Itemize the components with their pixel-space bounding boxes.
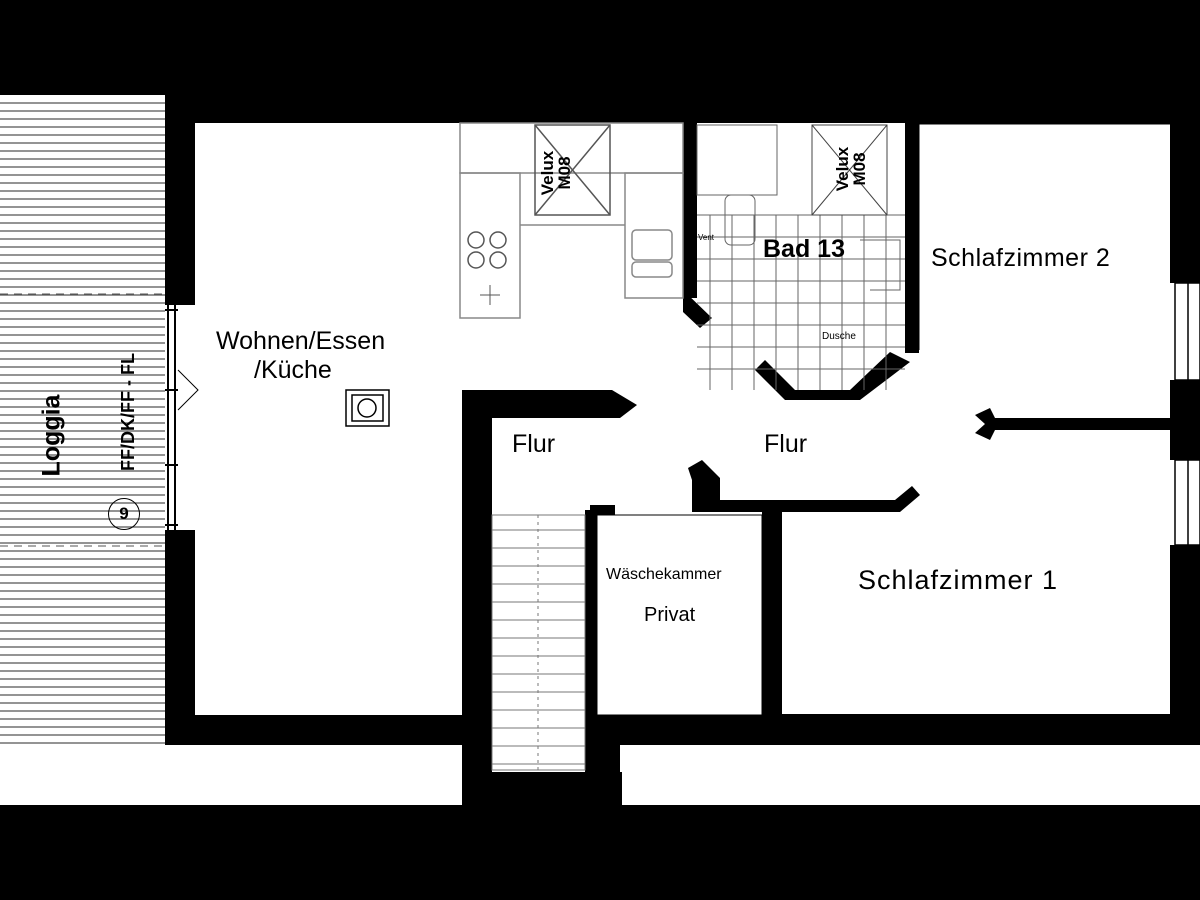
room-label-schlafzimmer-2: Schlafzimmer 2 (931, 244, 1111, 272)
skylight-kitchen-line2: M08 (555, 156, 574, 190)
fixture-label-vent: Vent (698, 233, 715, 242)
room-label-schlafzimmer-1: Schlafzimmer 1 (858, 565, 1059, 595)
bathroom-fixtures (696, 124, 905, 390)
window-left (165, 305, 199, 530)
room-label-flur-left: Flur (512, 430, 556, 458)
window-right (1174, 282, 1200, 546)
skylight-kitchen-line1: Velux (538, 150, 557, 196)
room-label-waschekammer: Wäschekammer (606, 566, 722, 583)
fixture-label-dusche: Dusche (822, 331, 856, 342)
skylight-bath-line2: M08 (850, 152, 869, 186)
skylight-label-bath: Velux M08 (833, 134, 869, 204)
skylight-bath-line1: Velux (833, 146, 852, 192)
loggia-deck (0, 95, 165, 745)
fireplace-icon (345, 389, 390, 427)
window-number-badge: 9 (108, 498, 140, 530)
room-label-wohnen: Wohnen/Essen /Küche (216, 327, 385, 385)
room-label-flur-center: Flur (764, 430, 808, 458)
stairs (491, 514, 586, 771)
skylight-label-kitchen: Velux M08 (538, 138, 574, 208)
window-code-label: FF/DK/FF - FL (118, 353, 138, 471)
room-label-privat: Privat (644, 604, 696, 626)
room-label-bad: Bad 13 (763, 235, 845, 263)
interior-lines (596, 122, 1171, 716)
room-label-wohnen-line1: Wohnen/Essen (216, 327, 386, 355)
paper-area (0, 95, 1200, 805)
stove-burners (467, 231, 507, 305)
room-label-loggia: Loggia (37, 394, 66, 477)
walls (165, 95, 1200, 805)
kitchen-counter (459, 122, 684, 319)
room-label-wohnen-line2: /Küche (254, 356, 332, 384)
